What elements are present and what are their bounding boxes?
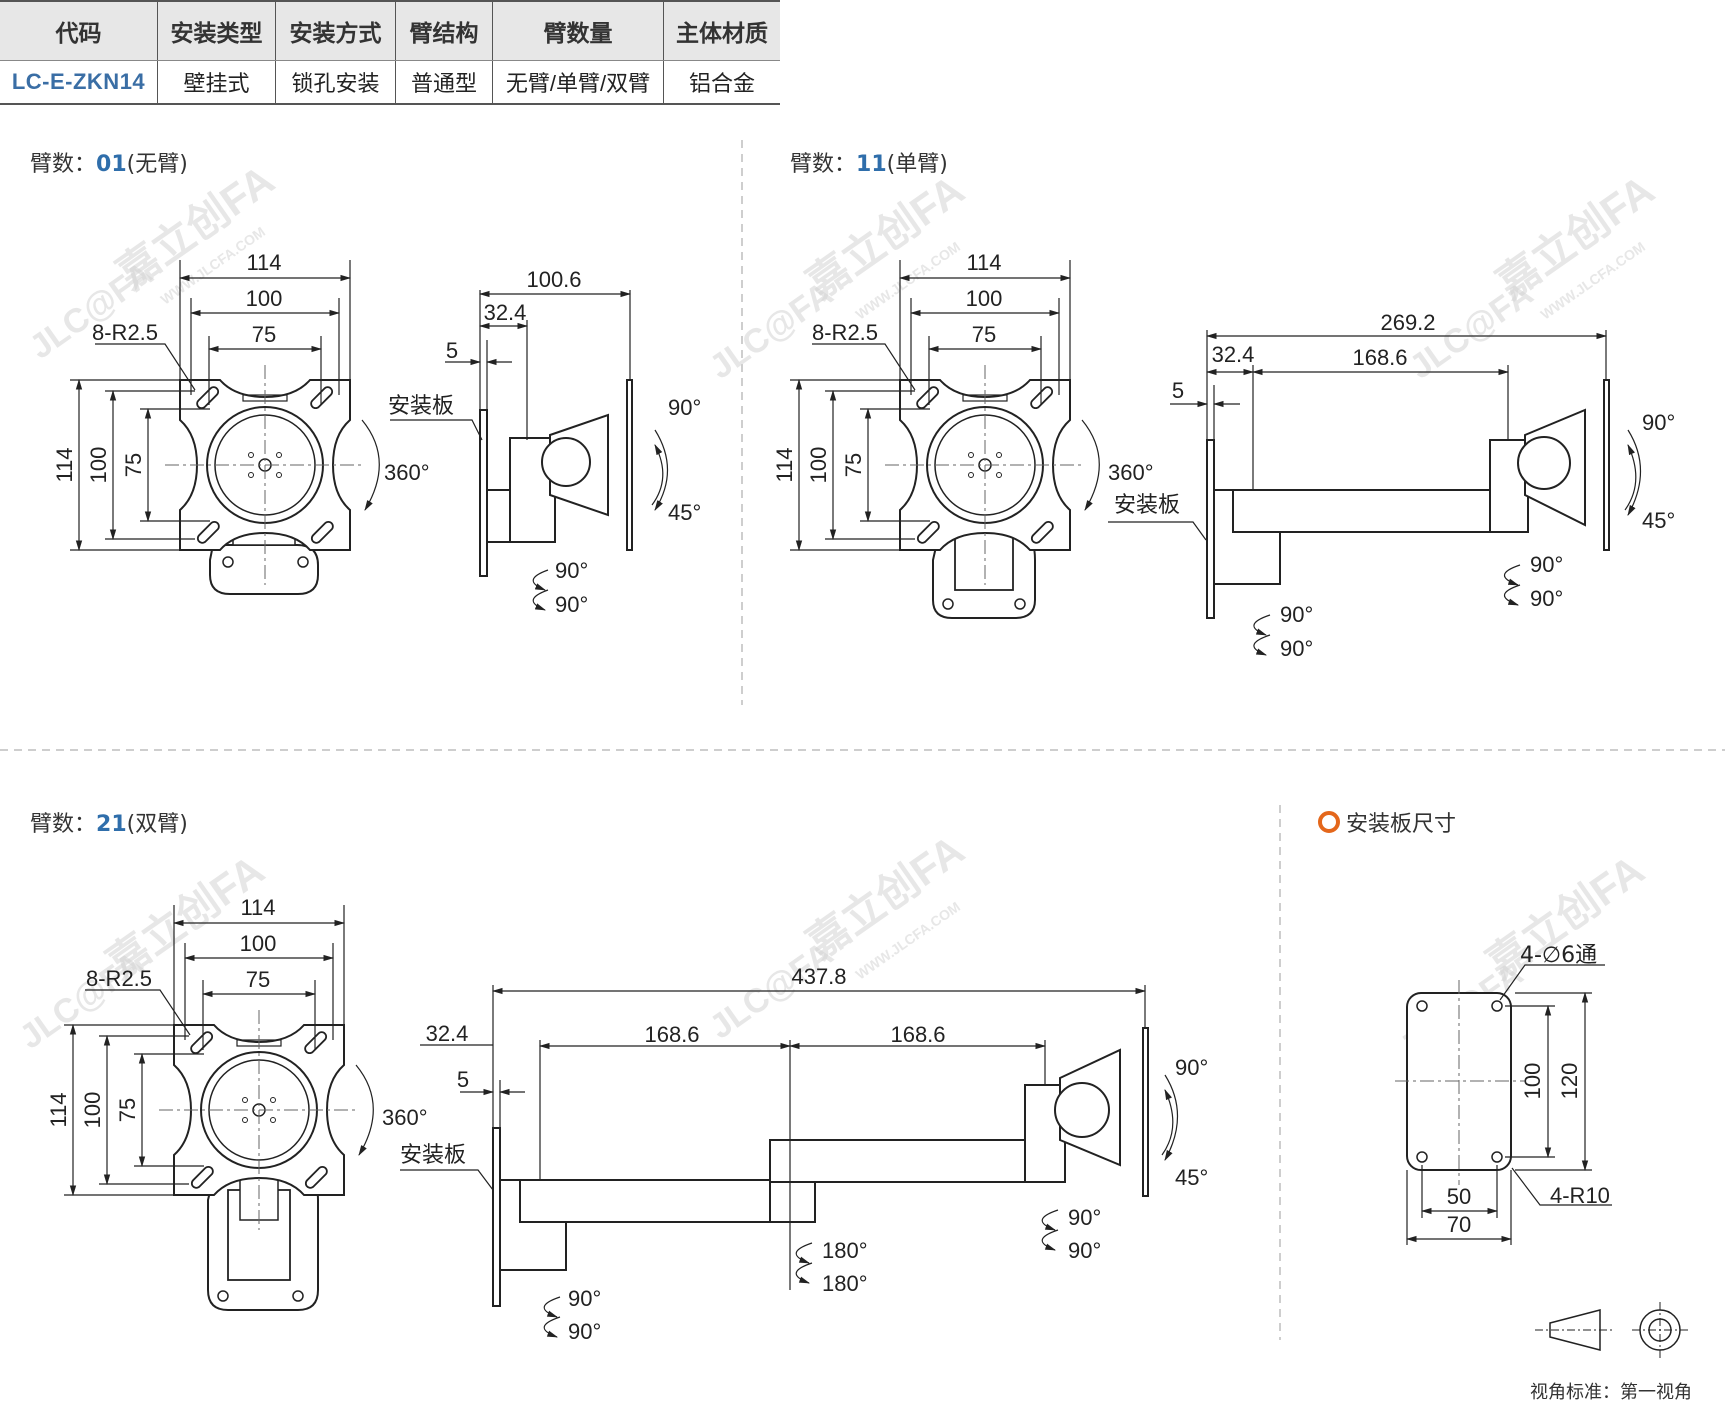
angle-tilt-down: 45°: [1642, 508, 1675, 533]
angle-swivel-1: 90°: [555, 558, 588, 583]
dim-rotation: 360°: [1108, 460, 1154, 485]
dim-width-75: 75: [246, 967, 270, 992]
dim-arm2-length: 168.6: [890, 1022, 945, 1047]
dim-slot-radius: 8-R2.5: [86, 966, 152, 991]
dim-height-114: 114: [46, 1092, 71, 1127]
dim-rotation: 360°: [382, 1105, 428, 1130]
dim-width-75: 75: [252, 322, 276, 347]
angle-tilt-down: 45°: [668, 500, 701, 525]
col-mount-method-header: 安装方式: [275, 0, 396, 61]
spec-header-row: 代码 安装类型 安装方式 臂结构 臂数量 主体材质: [0, 0, 780, 61]
dim-plate-h-outer: 120: [1557, 1063, 1582, 1100]
dim-32-4: 32.4: [1212, 342, 1255, 367]
dim-5: 5: [457, 1067, 469, 1092]
label-mounting-plate: 安装板: [388, 394, 454, 419]
angle-swivel-2: 90°: [555, 592, 588, 617]
label-mounting-plate: 安装板: [400, 1143, 466, 1168]
dim-width-100: 100: [240, 931, 277, 956]
mounting-plate-drawing: 4-∅6通 4-R10 100 120 50 70: [1395, 943, 1612, 1245]
plate-title-text: 安装板尺寸: [1346, 812, 1457, 837]
plate-section-title: 安装板尺寸: [1318, 806, 1456, 838]
angle-tilt-down: 45°: [1175, 1165, 1208, 1190]
dim-overall-depth: 437.8: [791, 964, 846, 989]
angle-swivel-6: 90°: [568, 1319, 601, 1344]
dim-width-100: 100: [246, 286, 283, 311]
bullet-ring-icon: [1318, 811, 1340, 833]
dim-width-100: 100: [966, 286, 1003, 311]
dim-overall-depth: 269.2: [1380, 310, 1435, 335]
view-21-front: 114 100 75 8-R2.5 114 100 75 360°: [46, 895, 428, 1311]
view-11-side: 269.2 32.4 168.6 5 安装板 90° 45° 90° 90° 9…: [1108, 310, 1675, 661]
angle-swivel-4: 90°: [1280, 636, 1313, 661]
section-separators: [0, 140, 1725, 1340]
angle-swivel-3: 90°: [1280, 602, 1313, 627]
col-arm-structure-header: 臂结构: [395, 0, 493, 61]
dim-plate-holes: 4-∅6通: [1520, 943, 1597, 968]
view-01-side: 100.6 32.4 5 安装板 90° 45° 90° 90°: [388, 267, 701, 617]
dim-height-100: 100: [80, 1092, 105, 1129]
col-arm-count-header: 臂数量: [492, 0, 664, 61]
angle-swivel-3: 180°: [822, 1238, 868, 1263]
dim-height-114: 114: [772, 447, 797, 482]
label-mounting-plate: 安装板: [1114, 493, 1180, 518]
dim-plate-w-inner: 50: [1447, 1184, 1471, 1209]
dim-arm1-length: 168.6: [644, 1022, 699, 1047]
dim-width-75: 75: [972, 322, 996, 347]
angle-swivel-2: 90°: [1530, 586, 1563, 611]
col-code-header: 代码: [0, 0, 158, 61]
projection-symbol-icon: [1535, 1302, 1688, 1358]
dim-width-114: 114: [966, 250, 1001, 275]
dim-height-75: 75: [841, 453, 866, 477]
section-title-single-arm: 臂数：11(单臂): [790, 152, 948, 177]
cell-arm-count: 无臂/单臂/双臂: [492, 60, 664, 105]
angle-swivel-5: 90°: [568, 1286, 601, 1311]
dim-height-114: 114: [52, 447, 77, 482]
angle-tilt-up: 90°: [668, 395, 701, 420]
dim-width-114: 114: [240, 895, 275, 920]
col-mount-type-header: 安装类型: [157, 0, 276, 61]
dim-height-75: 75: [115, 1098, 140, 1122]
spec-table: 代码 安装类型 安装方式 臂结构 臂数量 主体材质 LC-E-ZKN14 壁挂式…: [0, 0, 780, 105]
angle-swivel-2: 90°: [1068, 1238, 1101, 1263]
dim-width-114: 114: [246, 250, 281, 275]
spec-data-row: LC-E-ZKN14 壁挂式 锁孔安装 普通型 无臂/单臂/双臂 铝合金: [0, 60, 780, 105]
angle-tilt-up: 90°: [1642, 410, 1675, 435]
dim-slot-radius: 8-R2.5: [92, 320, 158, 345]
view-11-front: 114 100 75 8-R2.5 114 100 75 360°: [772, 250, 1154, 619]
dim-32-4: 32.4: [426, 1021, 469, 1046]
angle-swivel-4: 180°: [822, 1271, 868, 1296]
dim-5: 5: [1172, 378, 1184, 403]
dim-arm-length: 168.6: [1352, 345, 1407, 370]
dim-overall-depth: 100.6: [526, 267, 581, 292]
dim-plate-h-inner: 100: [1520, 1063, 1545, 1100]
section-title-no-arm: 臂数：01(无臂): [30, 152, 188, 177]
dim-rotation: 360°: [384, 460, 430, 485]
dim-height-100: 100: [86, 447, 111, 484]
view-01-front: 114 100 75 8-R2.5 114 100 75 360°: [52, 250, 430, 595]
angle-tilt-up: 90°: [1175, 1055, 1208, 1080]
dim-plate-radius: 4-R10: [1550, 1183, 1610, 1208]
view-21-side: 437.8 32.4 168.6 168.6 5 安装板 90° 45° 90°…: [400, 964, 1208, 1344]
view-standard-label: 视角标准：第一视角: [1530, 1382, 1692, 1403]
dim-plate-w-outer: 70: [1447, 1212, 1471, 1237]
angle-swivel-1: 90°: [1530, 552, 1563, 577]
col-material-header: 主体材质: [663, 0, 780, 61]
section-title-double-arm: 臂数：21(双臂): [30, 812, 188, 837]
angle-swivel-1: 90°: [1068, 1205, 1101, 1230]
cell-material: 铝合金: [663, 60, 780, 105]
cell-mount-method: 锁孔安装: [275, 60, 396, 105]
dim-5: 5: [446, 338, 458, 363]
dim-height-100: 100: [806, 447, 831, 484]
dim-32-4: 32.4: [484, 300, 527, 325]
dim-height-75: 75: [121, 453, 146, 477]
cell-code: LC-E-ZKN14: [0, 60, 158, 105]
cell-mount-type: 壁挂式: [157, 60, 276, 105]
cell-arm-structure: 普通型: [395, 60, 493, 105]
dim-slot-radius: 8-R2.5: [812, 320, 878, 345]
